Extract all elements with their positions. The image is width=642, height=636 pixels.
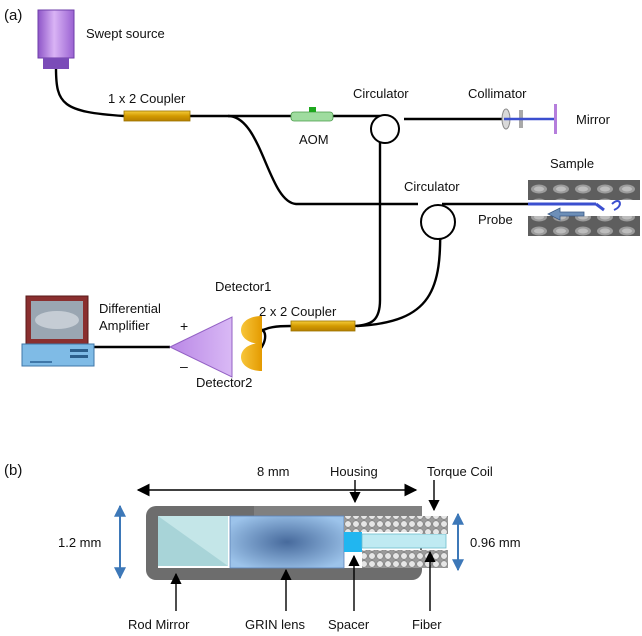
circulator-bottom [420,204,456,240]
computer-icon [21,295,95,367]
detector1-label: Detector1 [215,279,271,294]
aom-label: AOM [299,132,329,147]
leader-lines [170,480,440,611]
collimator [501,108,554,130]
aom [290,107,334,122]
fiber [361,533,447,549]
collimator-label: Collimator [468,86,527,101]
amplifier-label-line2: Amplifier [99,318,150,333]
inner-diameter-label: 0.96 mm [470,535,521,550]
coupler-2x2 [290,320,356,332]
amplifier-label-line1: Differential [99,301,161,316]
circulator-top-label: Circulator [353,86,409,101]
sample-tissue [528,180,640,236]
circulator-top [370,114,400,144]
detector1 [241,316,262,344]
mirror [554,104,557,134]
rod-mirror-label: Rod Mirror [128,617,190,632]
swept-source [37,9,75,69]
amplifier-plus-sign: + [180,318,188,334]
swept-source-label: Swept source [86,26,165,41]
coupler-1x2 [123,110,191,122]
housing-label: Housing [330,464,378,479]
amplifier-minus-sign: – [180,358,188,374]
coupler-1x2-label: 1 x 2 Coupler [108,91,186,106]
probe [528,200,621,221]
panel-a-label: (a) [4,7,22,24]
coupler-2x2-label: 2 x 2 Coupler [259,304,337,319]
differential-amplifier [168,316,233,378]
probe-label: Probe [478,212,513,227]
spacer [344,532,362,552]
grin-lens-label: GRIN lens [245,617,305,632]
outer-diameter-label: 1.2 mm [58,535,101,550]
detector2 [241,343,262,371]
fiber-label: Fiber [412,617,442,632]
detector2-label: Detector2 [196,375,252,390]
mirror-label: Mirror [576,112,611,127]
length-label: 8 mm [257,464,290,479]
fiber-paths [54,67,528,358]
circulator-bottom-label: Circulator [404,179,460,194]
sample-label: Sample [550,156,594,171]
panel-b-label: (b) [4,462,22,479]
spacer-label: Spacer [328,617,370,632]
torque-coil-label: Torque Coil [427,464,493,479]
grin-lens [229,515,345,569]
rod-mirror-facet [158,516,228,566]
